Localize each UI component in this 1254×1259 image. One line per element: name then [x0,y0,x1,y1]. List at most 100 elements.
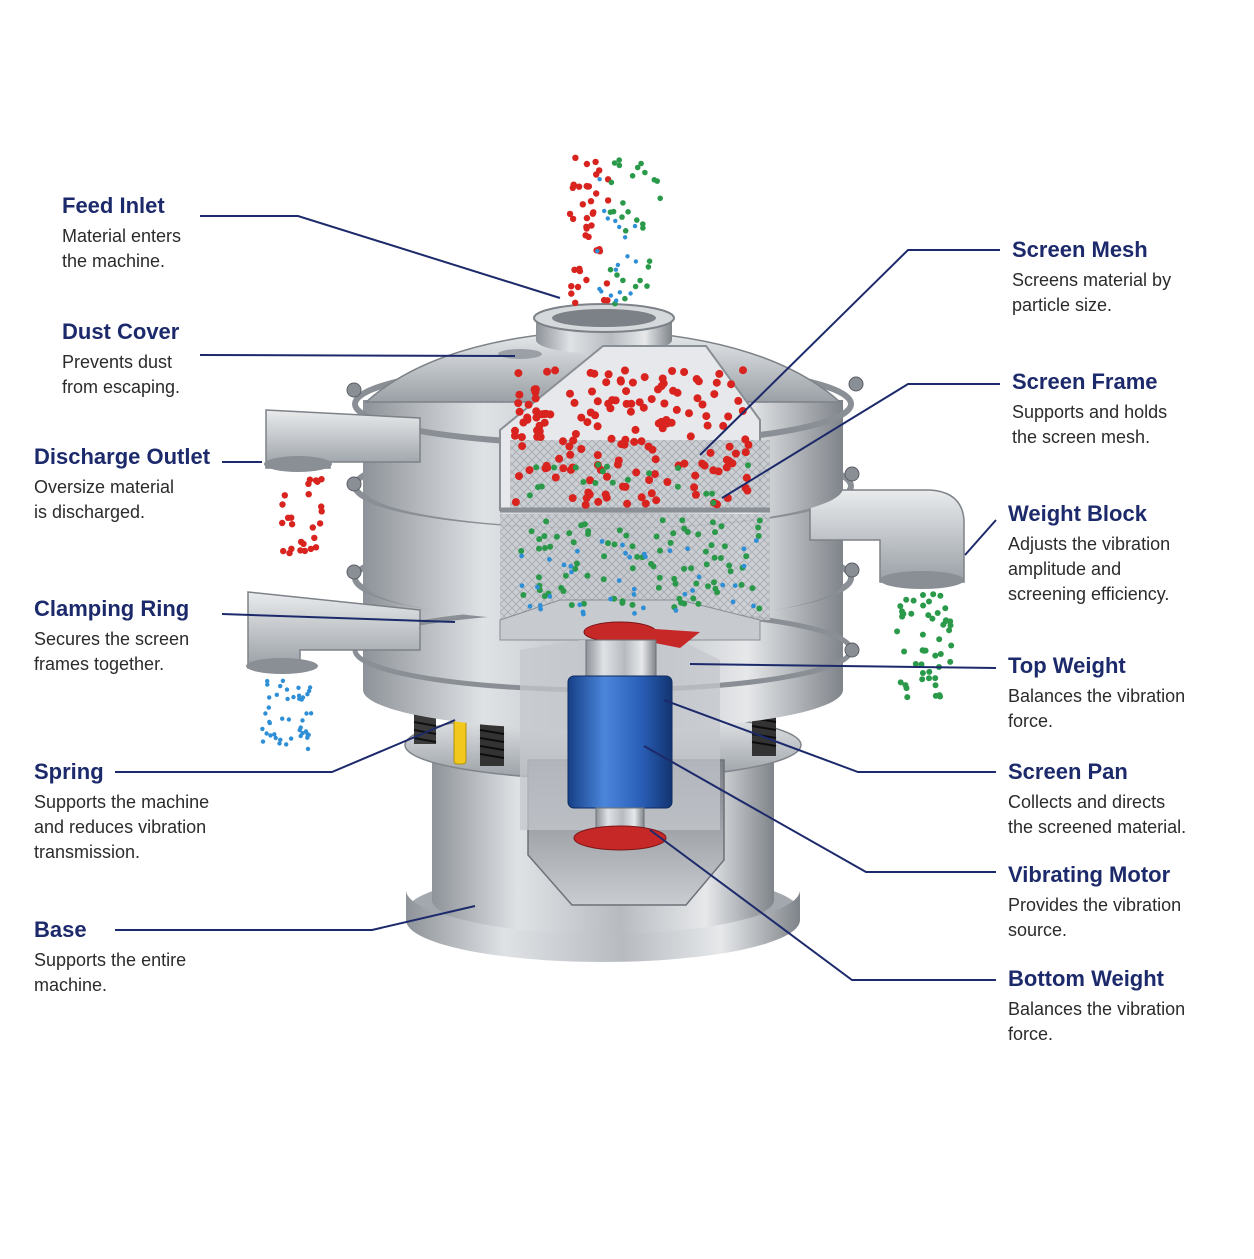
particle [280,678,286,683]
particle [751,603,756,609]
particle [694,377,703,386]
particle [303,729,309,734]
particle [627,554,633,560]
particle [288,545,295,552]
particle [741,546,747,552]
callout-top-weight: Top Weight Balances the vibration force. [1008,653,1248,734]
particle [897,679,904,686]
particle [640,221,646,227]
particle [743,553,750,560]
particle [619,214,625,220]
medium-discharge [894,591,955,701]
particle [621,366,629,375]
particle [570,398,579,407]
particle [650,470,659,479]
particle [690,588,695,593]
particle [637,493,646,502]
particle [602,208,607,214]
particle [605,540,611,547]
particle [632,611,637,616]
particle [919,670,926,676]
particle [582,232,589,239]
particle [587,198,595,205]
particle [657,547,663,554]
particle [660,399,669,408]
particle [515,390,524,399]
particle [580,600,587,607]
screen-pan-cone [499,599,761,641]
particle [712,529,718,536]
particle [617,224,622,230]
particle [514,399,523,408]
particle [734,396,743,405]
leader-dust-cover [199,354,516,357]
leader-clamping-ring [221,613,456,623]
particle [622,295,628,302]
particle [611,160,618,166]
particle [288,736,294,741]
leader-feed-inlet [200,215,561,299]
particle [657,382,666,391]
particle [577,445,586,453]
particle [595,461,602,468]
particle [910,597,917,604]
particles-layer [260,154,955,752]
particle [622,228,629,234]
particle [622,235,628,240]
particle [547,543,554,550]
particle [656,574,663,581]
particle [672,580,679,587]
callout-clamping-ring: Clamping Ring Secures the screen frames … [34,596,274,677]
particle [617,290,622,295]
particle [611,396,620,405]
callout-title: Clamping Ring [34,596,190,621]
particle [635,398,644,407]
particle [641,499,650,508]
particle [663,419,672,428]
particle [639,403,648,412]
oversize-discharge [279,476,325,557]
particle [611,541,618,548]
particle [577,602,583,608]
particle [642,169,648,176]
particle [739,366,747,375]
callout-spring: Spring Supports the machine and reduces … [34,759,274,865]
particle [756,605,763,612]
particle [632,283,639,290]
callout-description: Supports and holds the screen mesh. [1012,402,1168,448]
particle [623,499,632,508]
particle [265,682,270,687]
particle [285,696,290,702]
particle [605,216,610,221]
particle [655,584,662,591]
particle [674,483,681,490]
particle [620,277,626,284]
particle [644,283,650,289]
particle [658,374,667,383]
particle [536,545,542,552]
particle [686,432,695,441]
particle [715,369,724,378]
particle [610,208,617,215]
particle [719,421,728,430]
particle [608,179,615,186]
particle [948,642,955,649]
particle [727,380,736,389]
particle [742,473,751,482]
leader-lines [115,215,1000,981]
particle [903,685,910,692]
particle [601,553,608,560]
callout-description: Prevents dust from escaping. [62,352,181,398]
particle [284,742,289,747]
particle [515,407,524,416]
particle [260,739,266,744]
particle [920,602,927,609]
particle [640,225,646,231]
particle [619,599,626,606]
particle [633,259,639,264]
particle [561,562,567,568]
particle [593,397,602,406]
particle [299,697,304,702]
particle [541,533,548,540]
